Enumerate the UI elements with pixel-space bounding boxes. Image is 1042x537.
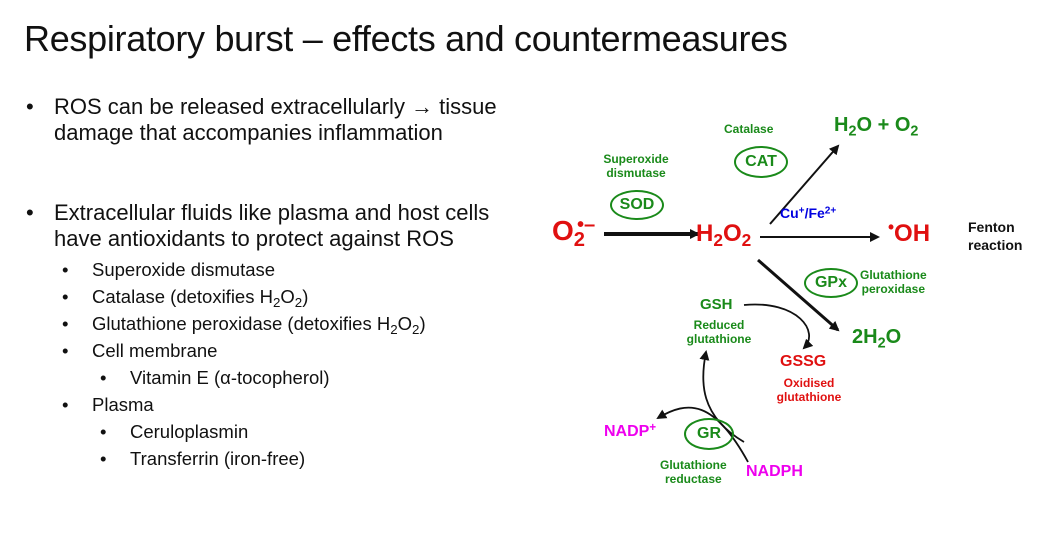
gpx-oval: GPx [804, 268, 858, 298]
slide-title: Respiratory burst – effects and counterm… [24, 18, 788, 59]
bullet-antioxidants: • Extracellular fluids like plasma and h… [24, 200, 544, 252]
gr-enzyme-label: Glutathione reductase [660, 458, 727, 486]
gssg-description: Oxidised glutathione [776, 376, 842, 404]
bullet-catalase: • Catalase (detoxifies H2O2) [24, 283, 544, 310]
bullet-text: Cell membrane [92, 340, 218, 361]
gpx-reaction-arrow [757, 258, 840, 332]
bullet-text: Plasma [92, 394, 154, 415]
gsh-description: Reduced glutathione [686, 318, 752, 346]
hydroxyl-radical-label: •OH [888, 217, 931, 247]
ros-pathway-diagram: O2•– Superoxide dismutase SOD H2O2 Catal… [548, 100, 1042, 500]
bullet-dot: • [62, 259, 69, 280]
bullet-cell-membrane: • Cell membrane [24, 337, 544, 364]
nadph-label: NADPH [746, 463, 803, 480]
bullet-text: Vitamin E (α-tocopherol) [130, 367, 330, 388]
bullet-text: Glutathione peroxidase (detoxifies H2O2) [92, 313, 426, 337]
water-product-label: 2H2O [852, 326, 902, 352]
bullet-dot: • [62, 340, 69, 361]
bullet-gpx: • Glutathione peroxidase (detoxifies H2O… [24, 310, 544, 337]
gsh-to-gssg-arrow [743, 303, 814, 350]
h2o2-label: H2O2 [696, 220, 752, 251]
nadph-to-nadp-arrow [656, 406, 749, 463]
bullet-text: Ceruloplasmin [130, 421, 249, 442]
nadp-plus-label: NADP+ [604, 421, 657, 440]
bullet-dot: • [62, 286, 69, 307]
bullet-ros-release: • ROS can be released extracellularly → … [24, 94, 544, 146]
sod-oval: SOD [610, 190, 664, 220]
bullet-dot: • [100, 421, 107, 442]
cu-fe-catalyst-label: Cu+/Fe2+ [780, 205, 837, 221]
bullet-sod: • Superoxide dismutase [24, 256, 544, 283]
bullet-dot: • [62, 394, 69, 415]
bullet-list: • ROS can be released extracellularly → … [24, 94, 544, 472]
catalase-enzyme-label: Catalase [724, 122, 774, 136]
bullet-dot: • [26, 94, 34, 119]
bullet-text: Superoxide dismutase [92, 259, 276, 280]
bullet-text: Catalase (detoxifies H2O2) [92, 286, 309, 310]
gr-oval: GR [684, 418, 734, 450]
superoxide-label: O2•– [552, 213, 596, 252]
bullet-plasma: • Plasma [24, 391, 544, 418]
bullet-ceruloplasmin: • Ceruloplasmin [24, 418, 544, 445]
bullet-vitamin-e: • Vitamin E (α-tocopherol) [24, 364, 544, 391]
bullet-dot: • [100, 367, 107, 388]
bullet-dot: • [100, 448, 107, 469]
bullet-text: Transferrin (iron-free) [130, 448, 306, 469]
bullet-text: ROS can be released extracellularly → ti… [54, 94, 497, 145]
fenton-reaction-label: Fenton reaction [968, 219, 1023, 253]
bullet-dot: • [62, 313, 69, 334]
sod-enzyme-label: Superoxide dismutase [603, 152, 669, 180]
catalase-reaction-arrow [769, 144, 840, 225]
bullet-dot: • [26, 200, 34, 225]
gsh-label: GSH [700, 296, 733, 313]
cat-oval: CAT [734, 146, 788, 178]
h2o-o2-product-label: H2O + O2 [834, 114, 919, 140]
bullet-text: Extracellular fluids like plasma and hos… [54, 200, 490, 251]
bullet-transferrin: • Transferrin (iron-free) [24, 445, 544, 472]
gssg-label: GSSG [780, 353, 827, 370]
gpx-enzyme-label: Glutathione peroxidase [860, 268, 927, 296]
